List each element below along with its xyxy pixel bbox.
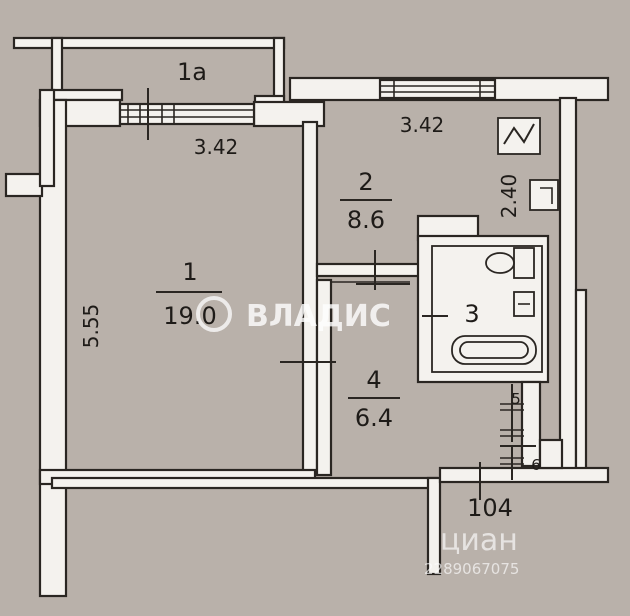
- hall-walls: [280, 278, 410, 477]
- bathroom-block: [416, 214, 550, 384]
- cian-watermark: циан 2289067075: [424, 523, 519, 578]
- sink-icon: [513, 291, 535, 317]
- room-1-width: 3.42: [194, 135, 239, 159]
- room-6-number: 6: [531, 456, 541, 474]
- room-2-area: 8.6: [347, 206, 385, 234]
- living-room-window: [118, 88, 256, 140]
- brand-watermark: ВЛАДИС: [246, 299, 391, 334]
- apartment-number: 104: [467, 494, 513, 522]
- room-1-area: 19.0: [163, 302, 216, 330]
- room-1a-number: 1a: [177, 58, 207, 86]
- vladis-logo-icon: [196, 296, 232, 332]
- kitchen-walls: [288, 76, 610, 484]
- living-room-walls: [4, 88, 442, 598]
- room-5-number: 5: [511, 390, 521, 408]
- room-2-width: 3.42: [400, 113, 445, 137]
- room-1-length: 5.55: [79, 304, 103, 349]
- room-4-area: 6.4: [355, 404, 393, 432]
- room-2-number: 2: [358, 168, 373, 196]
- room-1-number: 1: [182, 258, 197, 286]
- bathtub-icon: [451, 335, 537, 365]
- room-4-number: 4: [366, 366, 381, 394]
- room-2-length: 2.40: [497, 174, 521, 219]
- listing-id-watermark: 2289067075: [424, 560, 519, 578]
- closets: [479, 380, 564, 500]
- stove-icon: [497, 117, 541, 155]
- room-3-number: 3: [464, 300, 479, 328]
- toilet-icon: [485, 247, 535, 279]
- radiator-icon: [529, 179, 559, 211]
- vladis-watermark: ВЛАДИС: [196, 296, 391, 334]
- cian-watermark-text: циан: [440, 523, 518, 558]
